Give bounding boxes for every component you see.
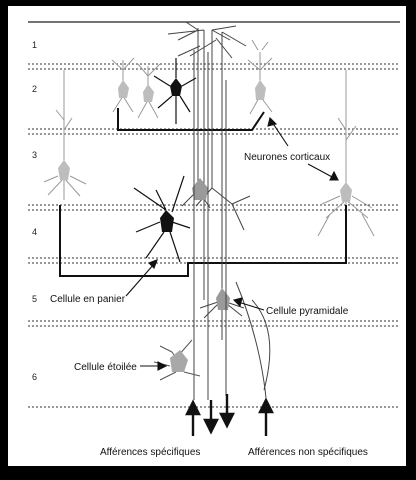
label-cellule-panier: Cellule en panier <box>50 294 126 305</box>
label-neurones-corticaux: Neurones corticaux <box>244 152 330 163</box>
pyramidal-cells <box>168 22 250 340</box>
diagram-frame: 1 2 3 4 5 6 <box>8 6 406 466</box>
layer-boundaries <box>28 64 400 407</box>
afferent-arrows <box>187 394 272 436</box>
layer-number: 1 <box>32 40 37 50</box>
layer-number: 6 <box>32 372 37 382</box>
layer-number: 3 <box>32 150 37 160</box>
cortex-layers-diagram: 1 2 3 4 5 6 <box>8 6 406 466</box>
label-afferences-specifiques: Afférences spécifiques <box>100 447 200 458</box>
label-cellule-etoilee: Cellule étoilée <box>74 362 137 373</box>
layer-number: 2 <box>32 84 37 94</box>
layer-number: 4 <box>32 227 37 237</box>
layer-number: 5 <box>32 294 37 304</box>
basket-cell <box>134 176 190 262</box>
label-afferences-non-specifiques: Afférences non spécifiques <box>248 447 368 458</box>
label-cellule-pyramidale: Cellule pyramidale <box>266 306 349 317</box>
faint-somas <box>58 80 352 202</box>
afferent-fibers <box>194 50 270 400</box>
layer2-dark-neuron <box>154 58 196 124</box>
